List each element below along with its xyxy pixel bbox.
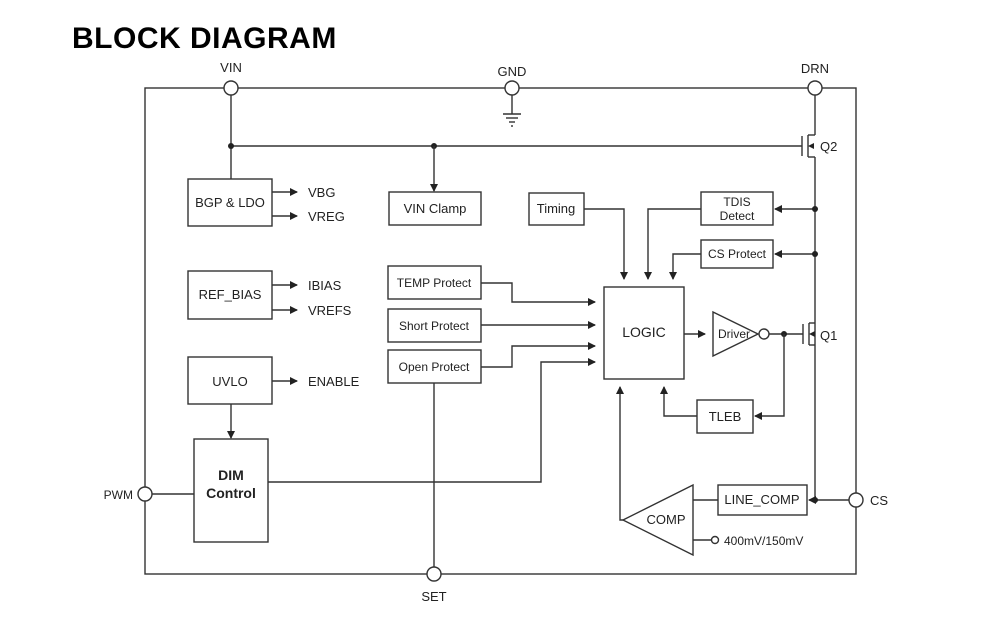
bgp-ldo-block bbox=[187, 178, 273, 227]
tleb-block bbox=[696, 399, 754, 434]
vin-clamp-label: VIN Clamp bbox=[404, 201, 467, 216]
set-pin-label: SET bbox=[421, 589, 446, 604]
cs-protect-block bbox=[700, 239, 774, 269]
ibias-label: IBIAS bbox=[308, 278, 342, 293]
logic-block bbox=[603, 286, 685, 380]
cs-pin[interactable] bbox=[848, 492, 864, 508]
timing-block bbox=[528, 192, 585, 226]
ref-bias-block bbox=[187, 270, 273, 320]
bgp-ldo-label: BGP & LDO bbox=[195, 195, 265, 210]
uvlo-block bbox=[187, 356, 273, 405]
q2-transistor-icon bbox=[801, 95, 816, 158]
short-protect-label: Short Protect bbox=[399, 319, 470, 333]
pwm-pin[interactable] bbox=[137, 486, 153, 502]
timing-label: Timing bbox=[537, 201, 576, 216]
pwm-pin-label: PWM bbox=[104, 488, 133, 502]
vreg-label: VREG bbox=[308, 209, 345, 224]
gnd-pin[interactable] bbox=[504, 80, 520, 96]
uvlo-label: UVLO bbox=[212, 374, 247, 389]
comp-label: COMP bbox=[647, 512, 686, 527]
driver-label: Driver bbox=[718, 327, 750, 341]
logic-label: LOGIC bbox=[622, 324, 666, 340]
vbg-label: VBG bbox=[308, 185, 335, 200]
ref-bias-label: REF_BIAS bbox=[199, 287, 262, 302]
open-protect-block bbox=[387, 349, 482, 384]
q2-label: Q2 bbox=[820, 139, 837, 154]
set-pin[interactable] bbox=[426, 566, 442, 582]
driver-buffer bbox=[712, 310, 760, 358]
q1-transistor-icon bbox=[802, 322, 815, 346]
tdis-detect-label-line1: TDIS bbox=[723, 195, 750, 209]
temp-protect-label: TEMP Protect bbox=[397, 276, 472, 290]
vin-pin-label: VIN bbox=[220, 60, 242, 75]
enable-label: ENABLE bbox=[308, 374, 360, 389]
ground-icon bbox=[503, 95, 521, 127]
vin-clamp-block bbox=[388, 191, 482, 226]
drn-pin[interactable] bbox=[807, 80, 823, 96]
vrefs-label: VREFS bbox=[308, 303, 352, 318]
tdis-detect-label-line2: Detect bbox=[720, 209, 755, 223]
short-protect-block bbox=[387, 308, 482, 343]
cs-protect-label: CS Protect bbox=[708, 247, 767, 261]
line-comp-block bbox=[717, 484, 808, 516]
vref-label: 400mV/150mV bbox=[724, 534, 803, 548]
chip-boundary bbox=[144, 87, 857, 575]
dim-control-block bbox=[193, 438, 269, 543]
line-comp-label: LINE_COMP bbox=[724, 492, 799, 507]
drn-pin-label: DRN bbox=[801, 61, 829, 76]
gnd-pin-label: GND bbox=[498, 64, 527, 79]
dim-control-label-line1: DIM bbox=[218, 467, 244, 483]
diagram-title: BLOCK DIAGRAM bbox=[72, 22, 337, 55]
cs-pin-label: CS bbox=[870, 493, 888, 508]
dim-control-label-line2: Control bbox=[206, 485, 256, 501]
q1-label: Q1 bbox=[820, 328, 837, 343]
comp-comparator bbox=[621, 483, 694, 557]
vin-pin[interactable] bbox=[223, 80, 239, 96]
open-protect-label: Open Protect bbox=[399, 360, 470, 374]
tleb-label: TLEB bbox=[709, 409, 742, 424]
